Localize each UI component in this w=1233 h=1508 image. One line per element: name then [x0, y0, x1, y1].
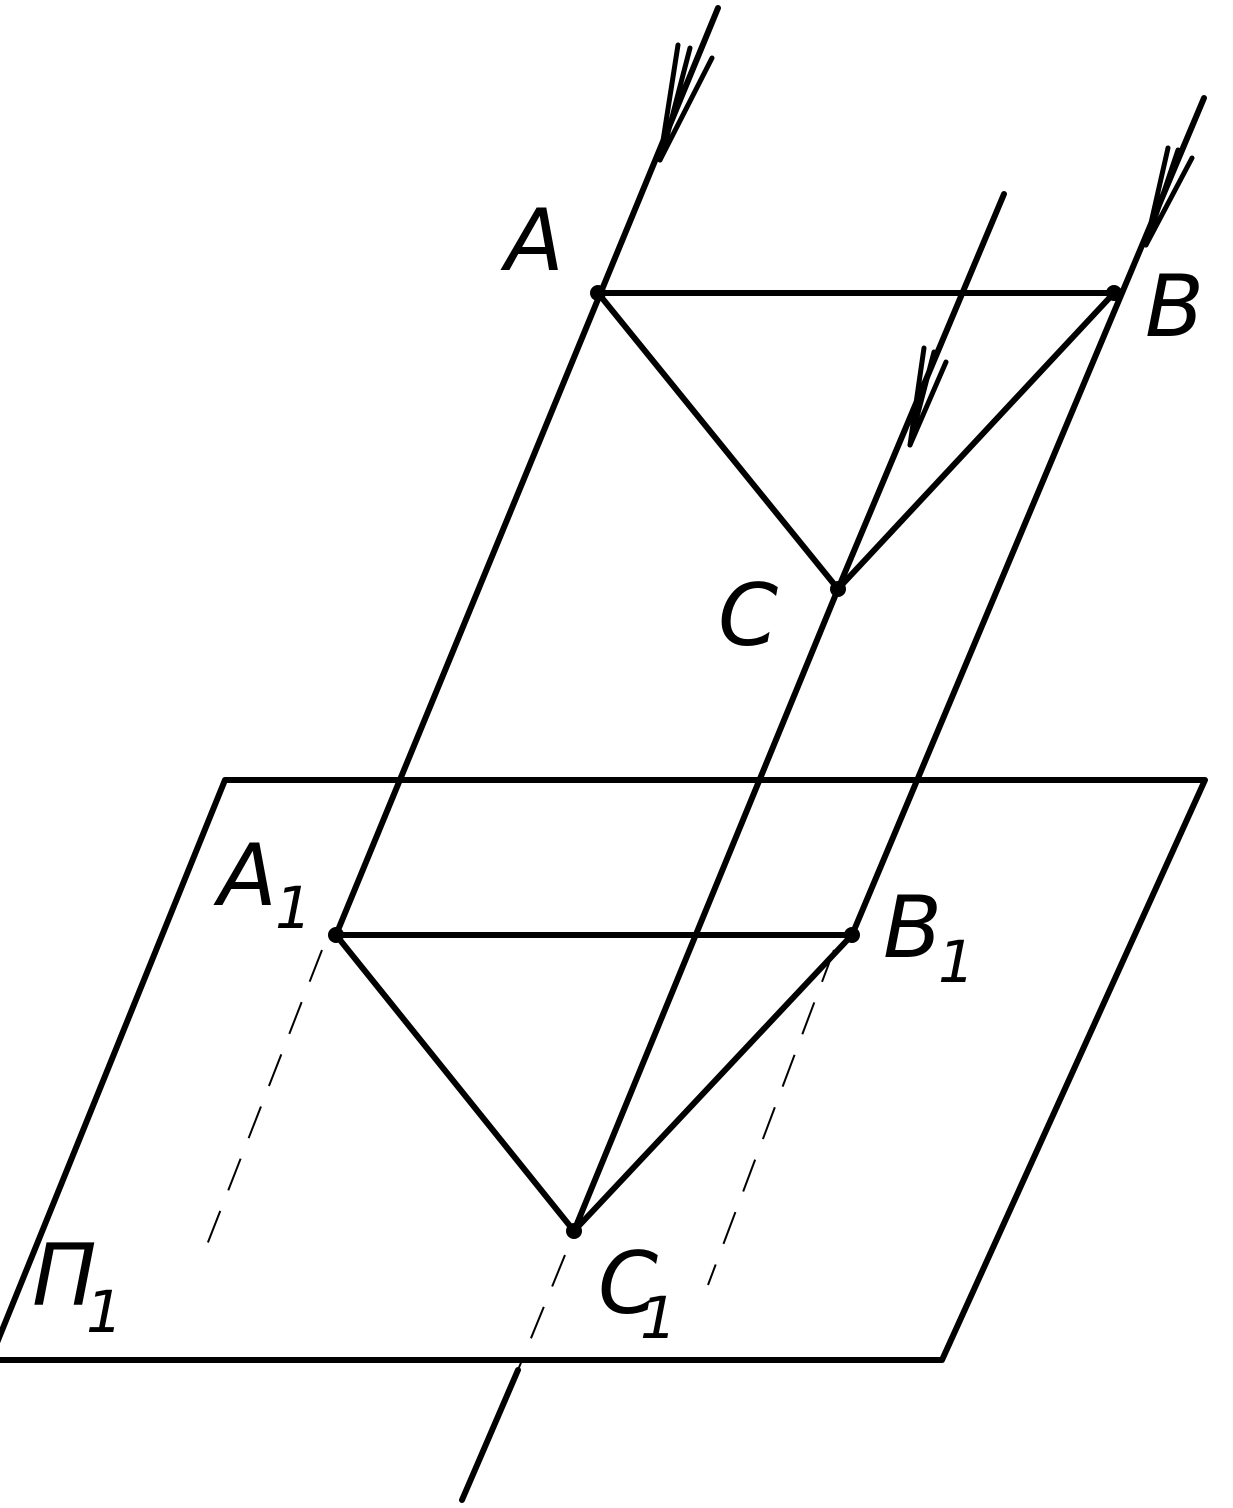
label-b1: B	[883, 878, 942, 978]
label-c: C	[718, 566, 778, 666]
direction-arrow-a-icon	[657, 42, 715, 163]
label-plane: П	[32, 1226, 97, 1326]
triangle-abc	[595, 290, 1117, 592]
label-b: B	[1145, 257, 1204, 357]
direction-arrow-b-icon	[1143, 145, 1195, 248]
ray-b-hidden	[707, 949, 835, 1286]
point-a	[590, 285, 606, 301]
direction-arrow-c-icon	[907, 345, 949, 448]
ray-c-below	[459, 1367, 521, 1503]
label-a1: A	[213, 826, 277, 926]
label-b1-sub: 1	[938, 928, 975, 996]
point-c	[830, 581, 846, 597]
ray-c-hidden	[517, 1254, 566, 1371]
ray-c-lower	[571, 586, 841, 1234]
ray-a-hidden	[204, 949, 323, 1251]
point-b1	[844, 927, 860, 943]
projection-plane	[0, 777, 1208, 1363]
label-plane-sub: 1	[86, 1278, 123, 1346]
triangle-a1b1c1	[333, 932, 855, 1234]
label-a: A	[500, 191, 564, 291]
point-b	[1106, 285, 1122, 301]
ray-c-upper	[835, 191, 1007, 592]
ray-a	[333, 5, 721, 938]
point-c1	[566, 1223, 582, 1239]
label-c1-sub: 1	[640, 1284, 677, 1352]
label-a1-sub: 1	[275, 874, 312, 942]
label-c1: C	[598, 1234, 658, 1334]
point-a1	[328, 927, 344, 943]
